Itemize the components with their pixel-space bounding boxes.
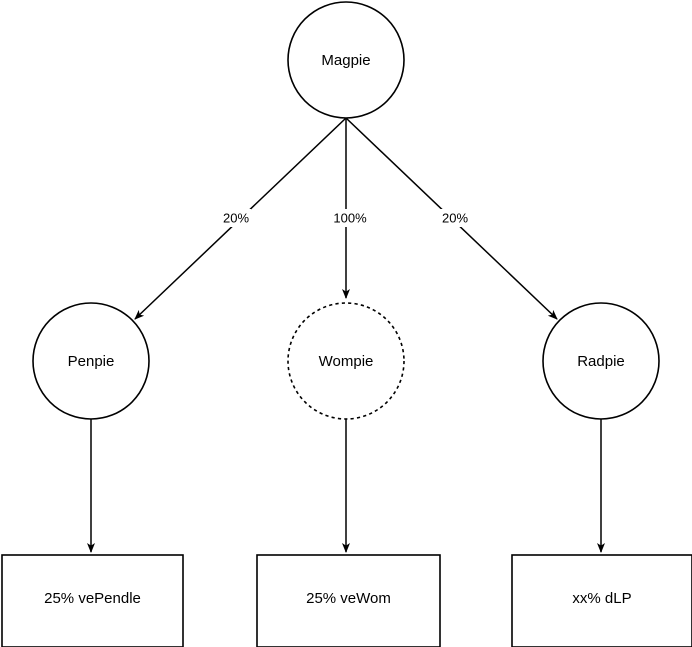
node-shape-penpie[interactable] — [32, 302, 150, 420]
box-vewom[interactable]: 25% veWom — [256, 554, 441, 647]
node-label-radpie: Radpie — [577, 353, 625, 370]
edge-label-text: 100% — [333, 210, 367, 225]
boxes-layer: 25% vePendle 25% veWom xx% dLP — [1, 554, 692, 647]
edge-label-backdrop — [221, 209, 251, 227]
node-shape-wompie[interactable] — [287, 302, 405, 420]
node-shape-radpie[interactable] — [542, 302, 660, 420]
node-label-magpie: Magpie — [321, 52, 370, 69]
box-vependle[interactable]: 25% vePendle — [1, 554, 184, 647]
box-label-vependle: 25% vePendle — [44, 590, 141, 607]
edge-label-text: 20% — [442, 210, 468, 225]
box-label-dlp: xx% dLP — [572, 590, 631, 607]
node-radpie[interactable]: Radpie — [542, 302, 660, 420]
box-dlp[interactable]: xx% dLP — [511, 554, 692, 647]
edge-label-backdrop — [331, 209, 369, 227]
edge-label-backdrop — [440, 209, 470, 227]
node-label-wompie: Wompie — [319, 353, 374, 370]
node-wompie[interactable]: Wompie — [287, 302, 405, 420]
node-penpie[interactable]: Penpie — [32, 302, 150, 420]
box-shape-dlp[interactable] — [511, 554, 692, 647]
box-label-vewom: 25% veWom — [306, 590, 391, 607]
edge-label-magpie-penpie: 20% — [221, 209, 251, 227]
edge-label-magpie-radpie: 20% — [440, 209, 470, 227]
node-label-penpie: Penpie — [68, 353, 115, 370]
node-magpie[interactable]: Magpie — [287, 1, 405, 119]
node-shape-magpie[interactable] — [287, 1, 405, 119]
box-shape-vewom[interactable] — [256, 554, 441, 647]
edge-labels-layer: 20% 100% 20% — [221, 209, 470, 227]
edge-label-magpie-wompie: 100% — [331, 209, 369, 227]
edge-label-text: 20% — [223, 210, 249, 225]
box-shape-vependle[interactable] — [1, 554, 184, 647]
